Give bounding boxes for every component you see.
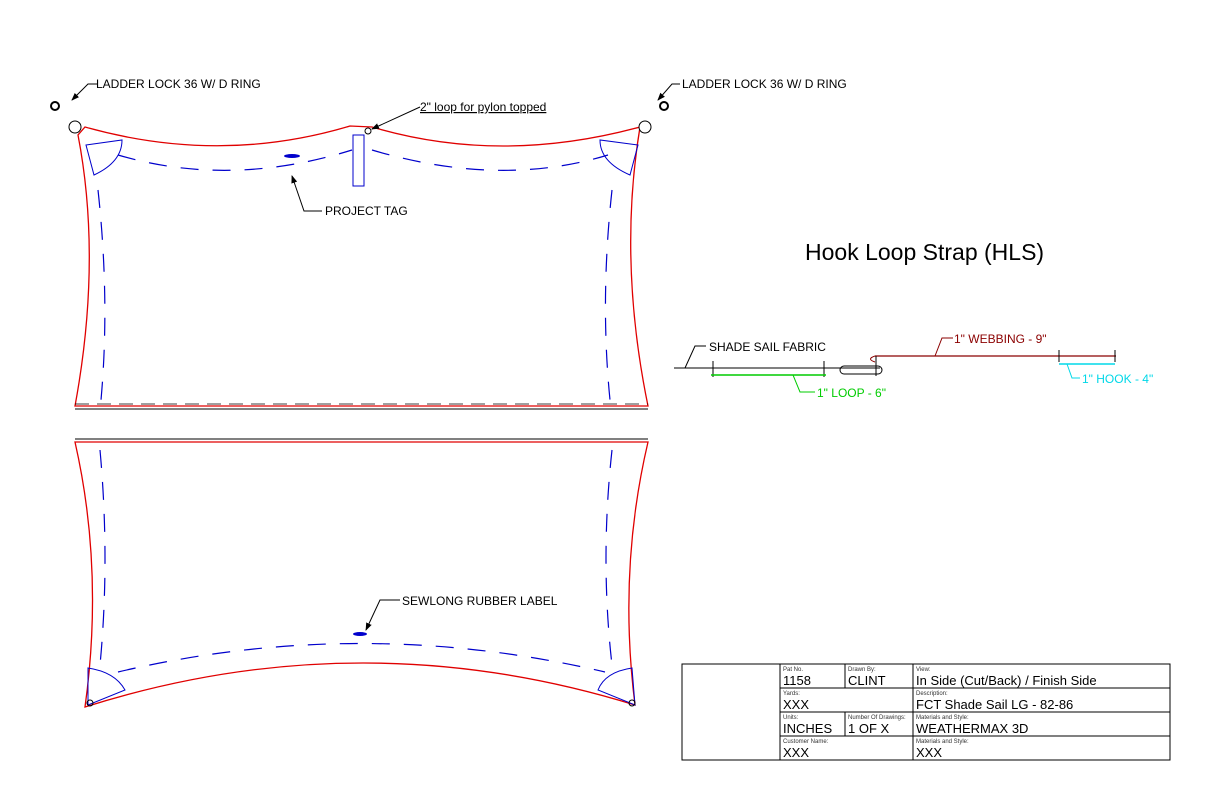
rubber-label-mark [353,632,367,636]
leader-project-tag [291,175,322,212]
customer-value: XXX [783,745,809,760]
title-block: Pat No. 1158 Drawn By: CLINT View: In Si… [681,663,1171,761]
leader-loop [792,374,815,393]
d-ring-icon-right [638,120,652,134]
corner-patch-tr [599,139,639,176]
top-sail-outline [74,125,649,407]
rubber-label-label: SEWLONG RUBBER LABEL [402,594,558,608]
d-ring-icon-left [68,120,82,134]
leader-ladder-left [71,83,98,101]
pat-no-value: 1158 [783,673,811,688]
leader-webbing [934,337,953,357]
ladder-lock-right-label: LADDER LOCK 36 W/ D RING [682,77,847,91]
drawn-by-label: Drawn By: [848,667,876,673]
bottom-sail-outline [74,441,649,708]
ladder-lock-icon-right [659,101,669,111]
top-sail-seam [97,149,613,401]
leader-rubber-label [365,599,400,631]
pat-no-label: Pat No. [783,667,803,673]
leader-pylon [371,106,421,130]
ladder-lock-icon-left [50,101,60,111]
ladder-lock-left-label: LADDER LOCK 36 W/ D RING [96,77,261,91]
leader-hook [1066,363,1080,379]
loop-fold [839,365,883,375]
project-tag-label: PROJECT TAG [325,204,408,218]
description-label: Description: [916,691,948,697]
corner-patch-tl [85,139,123,176]
fabric-label: SHADE SAIL FABRIC [709,340,826,354]
materials-label: Materials and Style: [916,715,969,721]
pylon-loop-strip [352,134,365,187]
loop-label: 1" LOOP - 6" [817,386,886,400]
materials-value: WEATHERMAX 3D [916,721,1028,736]
leader-ladder-right [657,83,680,101]
view-value: In Side (Cut/Back) / Finish Side [916,673,1097,688]
corner-patch-br [597,667,636,706]
yards-label: Yards: [783,691,800,697]
top-sail-panel: LADDER LOCK 36 W/ D RING LADDER LOCK 36 … [50,77,847,410]
materials2-value: XXX [916,745,942,760]
project-tag-mark [284,154,300,158]
units-value: INCHES [783,721,832,736]
customer-label: Customer Name: [783,739,829,745]
hook-label: 1" HOOK - 4" [1082,372,1153,386]
pylon-loop-label: 2" loop for pylon topped [420,100,546,114]
yards-value: XXX [783,697,809,712]
corner-patch-bl [87,667,126,706]
units-label: Units: [783,715,799,721]
hook-loop-strap-detail: Hook Loop Strap (HLS) SHADE SAIL FABRIC … [674,239,1153,400]
hls-title: Hook Loop Strap (HLS) [805,239,1044,265]
bottom-sail-panel: SEWLONG RUBBER LABEL [74,438,649,708]
pylon-loop-ring [364,127,372,135]
webbing-label: 1" WEBBING - 9" [954,332,1047,346]
materials2-label: Materials and Style: [916,739,969,745]
grommet-br [628,699,636,707]
num-drawings-label: Number Of Drawings: [848,715,906,721]
leader-fabric [684,345,706,369]
drawn-by-value: CLINT [848,673,886,688]
num-drawings-value: 1 OF X [848,721,890,736]
grommet-bl [86,699,94,707]
bottom-sail-seam [99,449,613,673]
view-label: View: [916,667,931,673]
description-value: FCT Shade Sail LG - 82-86 [916,697,1073,712]
